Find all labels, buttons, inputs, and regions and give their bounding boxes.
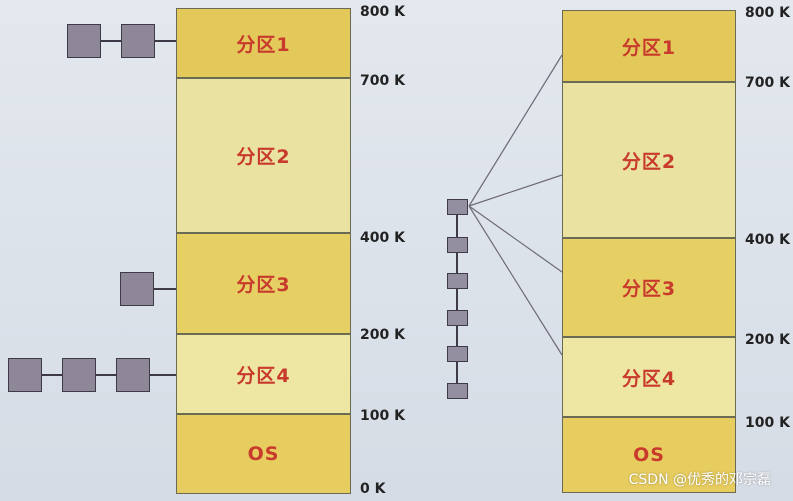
partition-label: 分区3 (621, 278, 677, 300)
link-queue-partition1 (468, 54, 563, 207)
queue-link (155, 40, 176, 42)
process-block (447, 237, 468, 253)
right-tick-200k: 200 K (745, 332, 790, 348)
partition-label: OS (633, 444, 665, 466)
queue-link (150, 374, 176, 376)
left-partition-3: 分区3 (176, 233, 351, 334)
queue-link (42, 374, 62, 376)
right-tick-700k: 700 K (745, 75, 790, 91)
left-tick-0k: 0 K (360, 481, 386, 497)
left-tick-800k: 800 K (360, 4, 405, 20)
process-block (62, 358, 96, 392)
partition-label: 分区2 (621, 150, 677, 173)
partition-label: 分区3 (236, 274, 291, 296)
link-queue-partition2 (468, 174, 563, 207)
partition-label: 分区1 (621, 36, 677, 59)
right-tick-800k: 800 K (745, 5, 790, 21)
process-block (447, 346, 468, 362)
process-block (447, 310, 468, 326)
partition-label: 分区2 (236, 146, 291, 168)
partition-label: 分区4 (236, 364, 291, 387)
right-partition-4: 分区4 (562, 337, 736, 417)
right-partition-3: 分区3 (562, 238, 736, 337)
right-partition-1: 分区1 (562, 10, 736, 82)
link-queue-partition3 (468, 205, 563, 273)
process-block (8, 358, 42, 392)
left-tick-700k: 700 K (360, 73, 405, 89)
left-tick-200k: 200 K (360, 327, 405, 343)
right-partition-2: 分区2 (562, 82, 736, 238)
process-block (67, 24, 101, 58)
watermark: CSDN @优秀的邓宗磊 (628, 472, 771, 488)
right-partition-os: OS (562, 417, 736, 493)
left-partition-os: OS (176, 414, 351, 494)
right-tick-400k: 400 K (745, 232, 790, 248)
partition-label: OS (247, 443, 280, 465)
left-tick-100k: 100 K (360, 408, 405, 424)
partition-label: 分区1 (236, 33, 291, 56)
queue-link (154, 288, 176, 290)
process-block (447, 273, 468, 289)
left-partition-2: 分区2 (176, 78, 351, 233)
process-block (447, 383, 468, 399)
queue-link (101, 40, 121, 42)
process-block (120, 272, 154, 306)
partition-label: 分区4 (621, 367, 677, 390)
left-partition-1: 分区1 (176, 8, 351, 78)
left-partition-4: 分区4 (176, 334, 351, 414)
left-tick-400k: 400 K (360, 230, 405, 246)
process-block (121, 24, 155, 58)
right-tick-100k: 100 K (745, 415, 790, 431)
process-block (447, 199, 468, 215)
queue-link (96, 374, 116, 376)
process-block (116, 358, 150, 392)
link-queue-partition4 (468, 205, 563, 356)
